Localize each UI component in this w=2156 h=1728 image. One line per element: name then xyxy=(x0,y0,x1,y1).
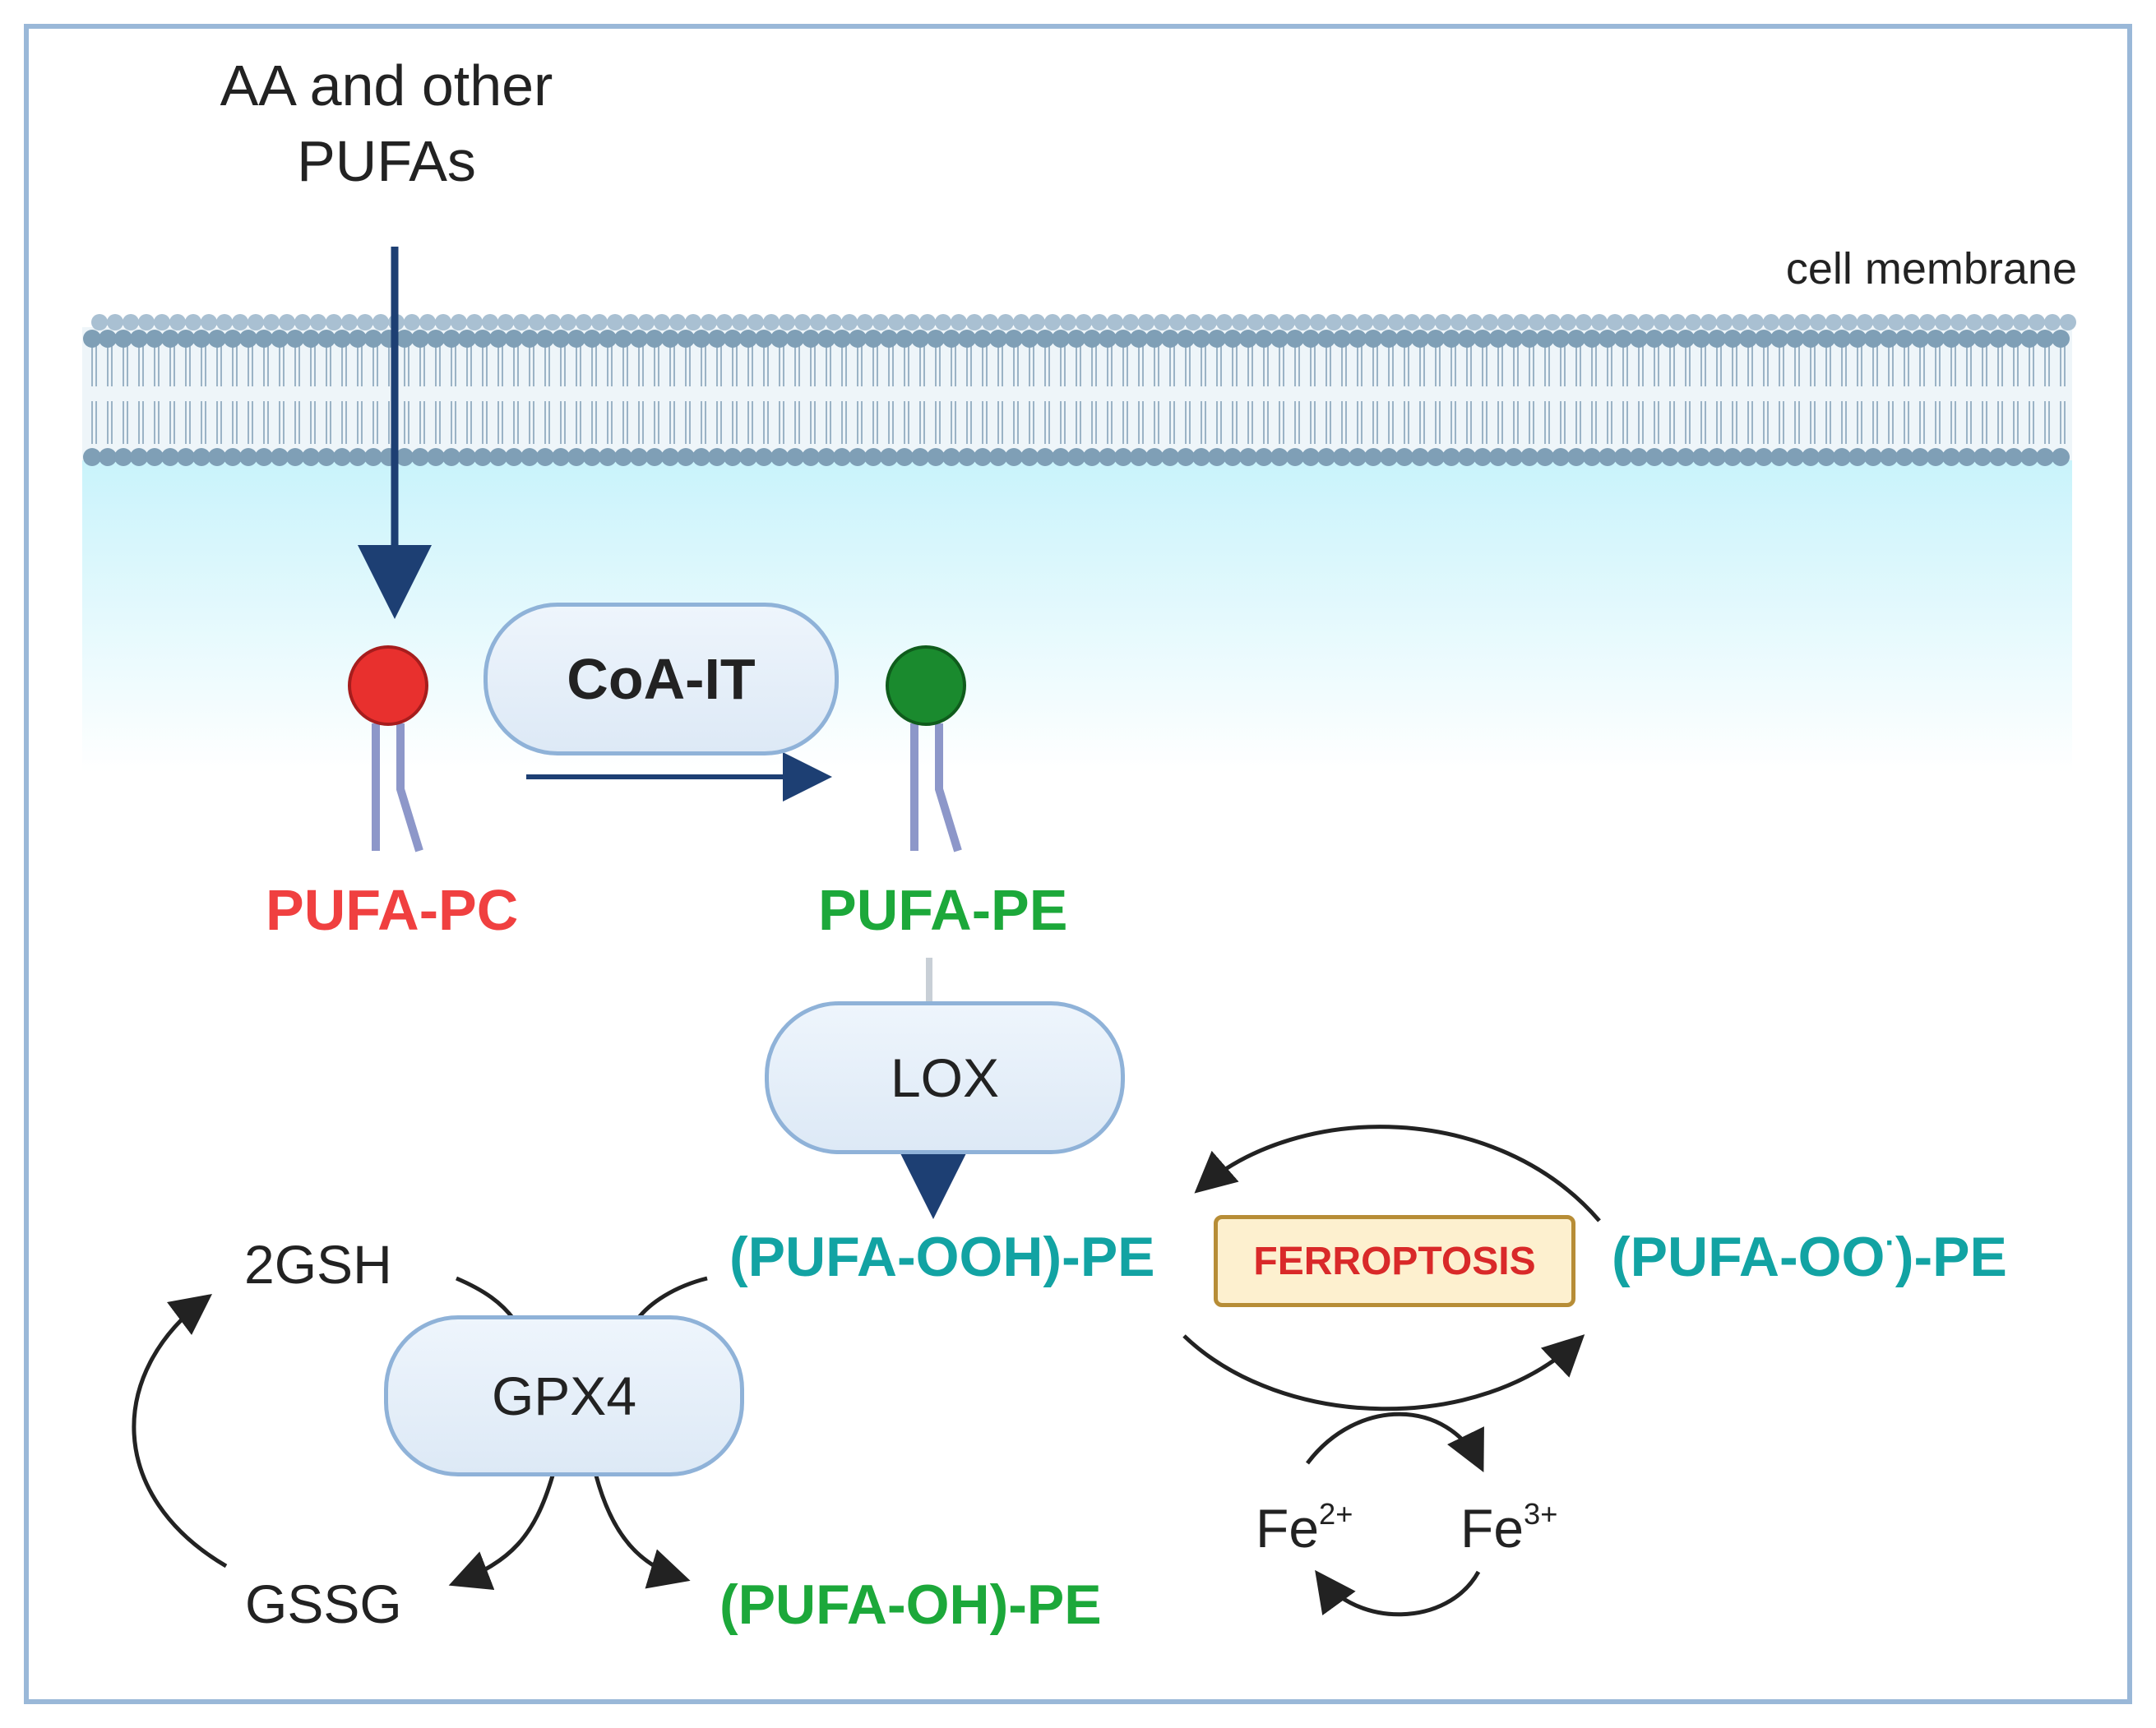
gsh-label: 2GSH xyxy=(244,1234,392,1295)
coa-it-label: CoA-IT xyxy=(567,647,756,711)
ooh-to-oo-arrow xyxy=(1182,1334,1585,1412)
gsh-to-gpx4-line xyxy=(456,1276,516,1321)
fe2-base: Fe xyxy=(1256,1498,1320,1559)
pufa-oh-pe-label: (PUFA-OH)-PE xyxy=(719,1573,1102,1636)
input-label: AA and other PUFAs xyxy=(132,48,641,199)
cytoplasm-region xyxy=(82,460,2072,773)
pufa-oo-pe-right: )-PE xyxy=(1895,1226,2007,1288)
pufa-ooh-pe-label: (PUFA-OOH)-PE xyxy=(729,1226,1155,1288)
gpx4-to-oh-arrow xyxy=(594,1475,691,1589)
radical-dot: · xyxy=(1885,1225,1895,1259)
pufa-pe-lipid-icon xyxy=(886,645,966,852)
ooh-to-gpx4-line xyxy=(636,1276,708,1321)
figure-frame xyxy=(24,24,2132,1704)
pufa-pc-label: PUFA-PC xyxy=(266,878,519,942)
cell-membrane xyxy=(82,314,2076,466)
fe3-base: Fe xyxy=(1460,1498,1524,1559)
fe3-to-fe2-arrow xyxy=(1315,1569,1481,1617)
gpx4-to-gssg-arrow xyxy=(448,1475,555,1590)
fe2-to-fe3-arrow xyxy=(1306,1412,1484,1472)
fe3-label: Fe3+ xyxy=(1460,1499,1557,1555)
membrane-label: cell membrane xyxy=(1785,244,2077,293)
gssg-label: GSSG xyxy=(245,1573,402,1634)
pufa-pc-lipid-icon xyxy=(348,645,428,852)
input-label-line1: AA and other xyxy=(220,53,553,118)
fe2-charge: 2+ xyxy=(1319,1497,1353,1531)
lox-enzyme: LOX xyxy=(765,1001,1125,1154)
gpx4-label: GPX4 xyxy=(491,1365,637,1426)
fe3-charge: 3+ xyxy=(1524,1497,1558,1531)
lox-label: LOX xyxy=(890,1047,1000,1108)
oo-to-ooh-arrow xyxy=(1194,1125,1601,1222)
fe2-label: Fe2+ xyxy=(1256,1499,1353,1555)
pufa-oo-pe-label: (PUFA-OO·)-PE xyxy=(1612,1226,2007,1288)
coa-it-enzyme: CoA-IT xyxy=(483,603,839,755)
input-label-line2: PUFAs xyxy=(297,129,476,193)
ferroptosis-badge: FERROPTOSIS xyxy=(1214,1215,1575,1307)
gssg-to-gsh-arrow xyxy=(132,1293,228,1569)
ferroptosis-label: FERROPTOSIS xyxy=(1253,1239,1536,1283)
pufa-pe-label: PUFA-PE xyxy=(818,878,1068,942)
gpx4-enzyme: GPX4 xyxy=(384,1315,744,1476)
pufa-oo-pe-left: (PUFA-OO xyxy=(1612,1226,1885,1288)
